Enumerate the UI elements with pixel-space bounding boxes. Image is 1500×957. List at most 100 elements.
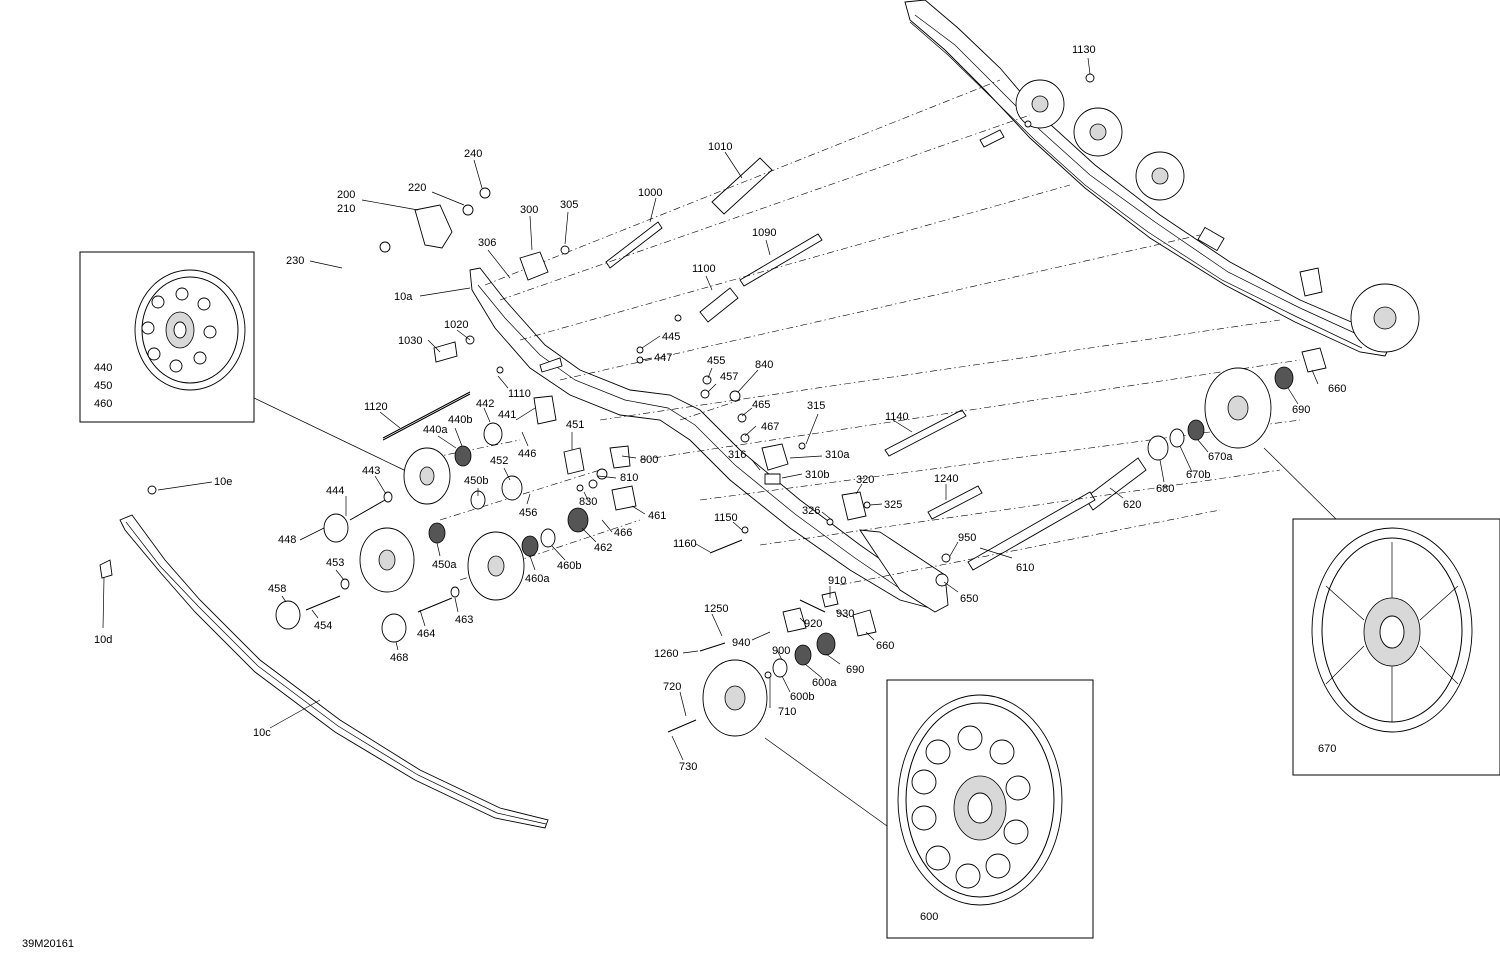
callout-457: 457 [720, 371, 738, 383]
callout-440b: 440b [448, 414, 472, 426]
callout-1250: 1250 [704, 603, 728, 615]
callout-442: 442 [476, 398, 494, 410]
callout-316: 316 [728, 449, 746, 461]
callout-450b: 450b [464, 475, 488, 487]
callout-456: 456 [519, 507, 537, 519]
callout-460a: 460a [525, 573, 550, 585]
callout-840: 840 [755, 359, 773, 371]
right-rail-wheels [1015, 79, 1420, 353]
inset-labels: 440 450 460 670 600 [94, 362, 1336, 923]
callout-210: 210 [337, 203, 355, 215]
callout-1240: 1240 [934, 473, 958, 485]
callout-670a: 670a [1208, 451, 1233, 463]
callout-1100: 1100 [692, 263, 716, 275]
callout-810: 810 [620, 472, 638, 484]
callout-670b: 670b [1186, 469, 1210, 481]
callout-1010: 1010 [708, 141, 732, 153]
callout-462: 462 [594, 542, 612, 554]
callout-1130: 1130 [1072, 44, 1096, 56]
callout-1110: 1110 [508, 388, 531, 400]
callout-930: 930 [836, 608, 854, 620]
callout-710: 710 [778, 706, 796, 718]
callout-443: 443 [362, 465, 380, 477]
callout-940: 940 [732, 637, 750, 649]
inset-wheel-top-left [79, 251, 405, 471]
inset-label-670: 670 [1318, 743, 1336, 755]
callout-448: 448 [278, 534, 296, 546]
callout-680: 680 [1156, 483, 1174, 495]
callout-1150: 1150 [714, 512, 738, 524]
callout-325: 325 [884, 499, 902, 511]
callout-444: 444 [326, 485, 344, 497]
callout-220: 220 [408, 182, 426, 194]
callout-468: 468 [390, 652, 408, 664]
callout-660a: 660 [1328, 383, 1346, 395]
callout-1260: 1260 [654, 648, 678, 660]
callout-300: 300 [520, 204, 538, 216]
hardware [99, 73, 1327, 679]
inset-label-600: 600 [920, 911, 938, 923]
callout-950: 950 [958, 532, 976, 544]
inset-label-450: 450 [94, 380, 112, 392]
callout-461: 461 [648, 510, 666, 522]
callout-1120: 1120 [364, 401, 388, 413]
callout-305: 305 [560, 199, 578, 211]
callout-464: 464 [417, 628, 435, 640]
callout-230: 230 [286, 255, 304, 267]
callout-650: 650 [960, 593, 978, 605]
callout-800: 800 [640, 454, 658, 466]
callout-730: 730 [679, 761, 697, 773]
inset-wheel-right [1263, 447, 1500, 776]
callout-690a: 690 [1292, 404, 1310, 416]
callout-315: 315 [807, 400, 825, 412]
callout-1090: 1090 [752, 227, 776, 239]
callout-467: 467 [761, 421, 779, 433]
callout-10e: 10e [214, 476, 232, 488]
callout-660b: 660 [876, 640, 894, 652]
callout-447: 447 [654, 352, 672, 364]
callout-310a: 310a [825, 449, 850, 461]
inset-wheel-bottom [764, 679, 1094, 939]
callout-446: 446 [518, 448, 536, 460]
callout-830: 830 [579, 496, 597, 508]
callout-610: 610 [1016, 562, 1034, 574]
callout-720: 720 [663, 681, 681, 693]
wheels [275, 366, 1294, 737]
callout-326: 326 [802, 505, 820, 517]
callout-1140: 1140 [885, 411, 909, 423]
callout-10d: 10d [94, 634, 112, 646]
inset-label-460: 460 [94, 398, 112, 410]
callout-1000: 1000 [638, 187, 662, 199]
callout-600b: 600b [790, 691, 814, 703]
callout-910: 910 [828, 575, 846, 587]
callout-600a: 600a [812, 677, 837, 689]
callout-200: 200 [337, 189, 355, 201]
callout-10c: 10c [253, 727, 271, 739]
slide-rail-10c [119, 514, 549, 829]
callout-900: 900 [772, 645, 790, 657]
callout-452: 452 [490, 455, 508, 467]
callout-920: 920 [804, 618, 822, 630]
callout-465: 465 [752, 399, 770, 411]
shafts [305, 129, 1147, 733]
callout-450a: 450a [432, 559, 457, 571]
callout-440a: 440a [423, 424, 448, 436]
callout-306: 306 [478, 237, 496, 249]
callout-240: 240 [464, 148, 482, 160]
callout-1030: 1030 [398, 335, 422, 347]
callout-620: 620 [1123, 499, 1141, 511]
callout-445: 445 [662, 331, 680, 343]
callout-441: 441 [498, 409, 516, 421]
callout-466: 466 [614, 527, 632, 539]
callout-453: 453 [326, 557, 344, 569]
callout-454: 454 [314, 620, 332, 632]
callout-1020: 1020 [444, 319, 468, 331]
callout-10a: 10a [394, 291, 413, 303]
callout-690b: 690 [846, 664, 864, 676]
figure-code: 39M20161 [22, 938, 74, 950]
callout-460b: 460b [557, 560, 581, 572]
inset-label-440: 440 [94, 362, 112, 374]
leader-lines [102, 57, 1319, 761]
callout-458: 458 [268, 583, 286, 595]
